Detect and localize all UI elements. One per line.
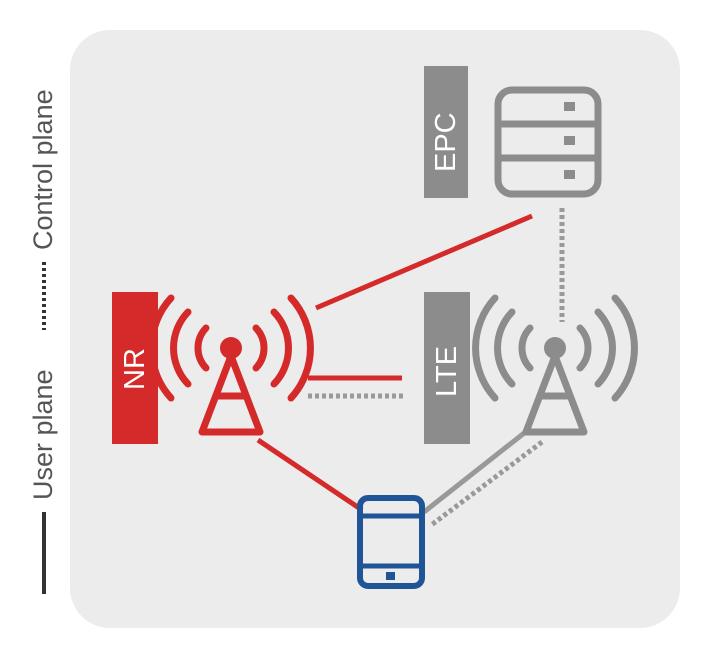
- lte-node: LTE: [424, 292, 638, 444]
- legend: User plane Control plane: [28, 89, 58, 594]
- lte-tower-icon: [472, 294, 638, 436]
- nr-node: NR: [112, 292, 314, 444]
- lte-label-box: [424, 292, 470, 444]
- nr-epc-user-plane-link: [315, 213, 533, 311]
- epc-node: EPC: [424, 66, 602, 198]
- lte-ue-control-plane-link: [428, 440, 544, 528]
- nr-ue-user-plane-link: [256, 437, 364, 513]
- nr-label: NR: [119, 348, 151, 390]
- lte-ue-user-plane-link: [422, 428, 530, 514]
- nr-label-box: [112, 292, 158, 444]
- ue-node: [357, 495, 425, 589]
- nr-tower-icon: [148, 294, 314, 436]
- server-icon: [494, 86, 602, 198]
- epc-label: EPC: [430, 112, 462, 172]
- diagram-panel: [70, 30, 680, 628]
- user-plane-legend-label: User plane: [28, 369, 58, 500]
- control-plane-legend-label: Control plane: [28, 89, 58, 250]
- smartphone-icon: [357, 495, 425, 589]
- epc-label-box: [424, 66, 468, 198]
- lte-label: LTE: [431, 346, 463, 397]
- server-indicator-lights: [564, 102, 575, 179]
- connections: [256, 208, 565, 528]
